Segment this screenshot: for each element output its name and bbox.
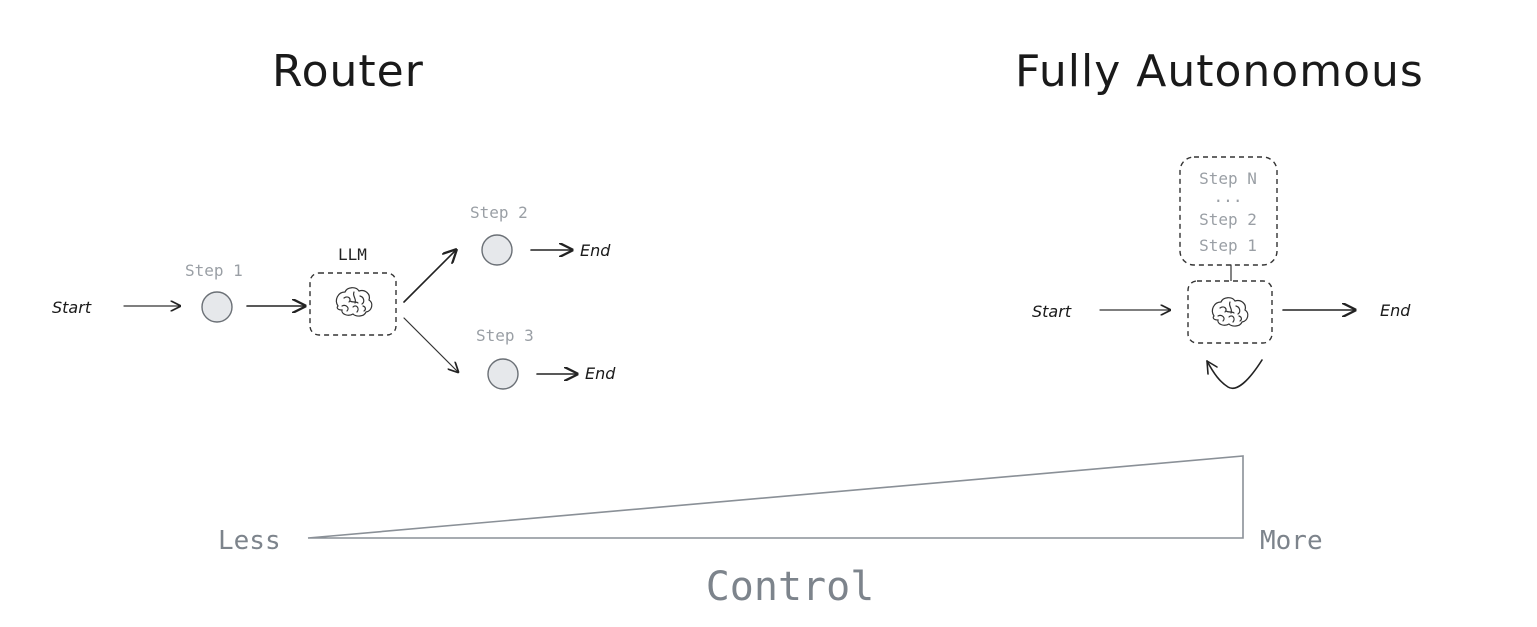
- router-end-top-label: End: [580, 241, 611, 260]
- brain-icon: [1211, 297, 1249, 327]
- router-title: Router: [272, 46, 424, 97]
- brain-icon: [335, 287, 373, 317]
- router-llm-label: LLM: [338, 245, 367, 264]
- router-end-bottom-label: End: [585, 364, 616, 383]
- autonomous-section: Fully Autonomous Step N ... Step 2 Step …: [1015, 46, 1424, 389]
- stack-step-2-label: Step 2: [1199, 210, 1257, 229]
- control-axis: Less More Control: [218, 455, 1323, 610]
- router-step1-node: [201, 291, 233, 323]
- router-section: Router Start Step 1 LLM Step 2 End Step …: [52, 46, 616, 390]
- loop-arrow: [1206, 359, 1263, 389]
- stack-ellipsis-label: ...: [1214, 187, 1243, 206]
- autonomous-title: Fully Autonomous: [1015, 46, 1424, 97]
- control-less-label: Less: [218, 526, 281, 556]
- control-wedge: [307, 455, 1244, 539]
- stack-step-1-label: Step 1: [1199, 236, 1257, 255]
- loop-arrow-head: [1206, 360, 1218, 375]
- control-more-label: More: [1260, 526, 1323, 556]
- router-branch-up-arrow: [403, 250, 456, 303]
- router-step3-label: Step 3: [476, 326, 534, 345]
- router-start-label: Start: [52, 298, 92, 317]
- router-step3-node: [487, 358, 519, 390]
- autonomous-start-label: Start: [1032, 302, 1072, 321]
- step-stack-box: [1179, 156, 1278, 266]
- router-step1-label: Step 1: [185, 261, 243, 280]
- autonomous-end-label: End: [1380, 301, 1411, 320]
- control-axis-title: Control: [706, 564, 875, 610]
- stack-step-n-label: Step N: [1199, 169, 1257, 188]
- router-step2-label: Step 2: [470, 203, 528, 222]
- router-branch-down-arrow: [403, 317, 458, 372]
- router-step2-node: [481, 234, 513, 266]
